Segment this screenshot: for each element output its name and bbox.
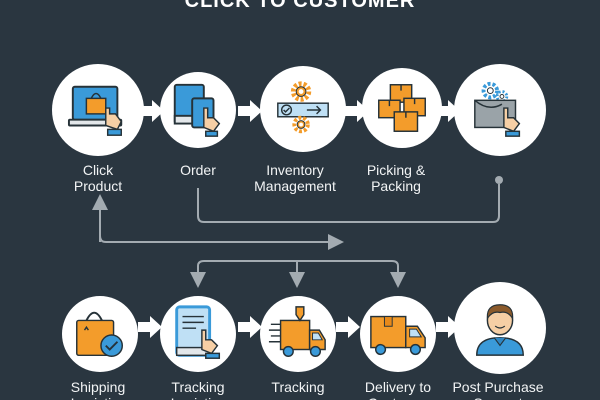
boxes-icon	[378, 84, 426, 132]
connector-dot	[495, 176, 503, 184]
delivery-truck-box-icon	[370, 315, 426, 356]
step-label-click-product: Click Product	[73, 162, 123, 194]
step-label-post-purchase-support: Post Purchase Support	[452, 379, 544, 400]
gears-conveyor-icon	[277, 81, 329, 134]
step-inventory-management	[260, 66, 346, 152]
step-confirmation	[454, 64, 546, 156]
step-label-shipping-logistics: Shipping Logistics	[70, 379, 126, 400]
step-tracking-logistics	[160, 296, 236, 372]
step-label-tracking-logistics: Tracking Logistics	[171, 379, 225, 400]
step-picking-packing	[362, 68, 442, 148]
tablet-touch-icon	[175, 305, 221, 359]
step-shipping-logistics	[62, 296, 138, 372]
step-order	[160, 72, 236, 148]
flow-arrow	[336, 316, 360, 338]
flow-arrow	[140, 100, 164, 122]
shopping-bag-check-icon	[76, 311, 124, 358]
step-post-purchase-support	[454, 282, 546, 374]
flow-arrow	[238, 100, 262, 122]
step-label-inventory-management: Inventory Management	[254, 162, 336, 194]
step-delivery-to-customer	[360, 296, 436, 372]
devices-touch-icon	[173, 83, 221, 137]
step-label-delivery-to-customer: Delivery to Customer	[364, 379, 432, 400]
branch-connector	[197, 260, 399, 278]
diagram-title: CLICK TO CUSTOMER	[184, 0, 416, 12]
step-click-product	[52, 64, 144, 156]
delivery-truck-pin-icon	[268, 306, 326, 358]
laptop-shopping-bag-icon	[67, 85, 123, 136]
step-tracking	[260, 296, 336, 372]
step-label-tracking: Tracking	[271, 379, 325, 395]
flow-arrow	[238, 316, 262, 338]
envelope-gears-touch-icon	[474, 81, 521, 137]
support-person-icon	[476, 304, 524, 356]
step-label-order: Order	[180, 162, 216, 178]
flow-arrow	[138, 316, 162, 338]
step-label-picking-packing: Picking & Packing	[366, 162, 426, 194]
